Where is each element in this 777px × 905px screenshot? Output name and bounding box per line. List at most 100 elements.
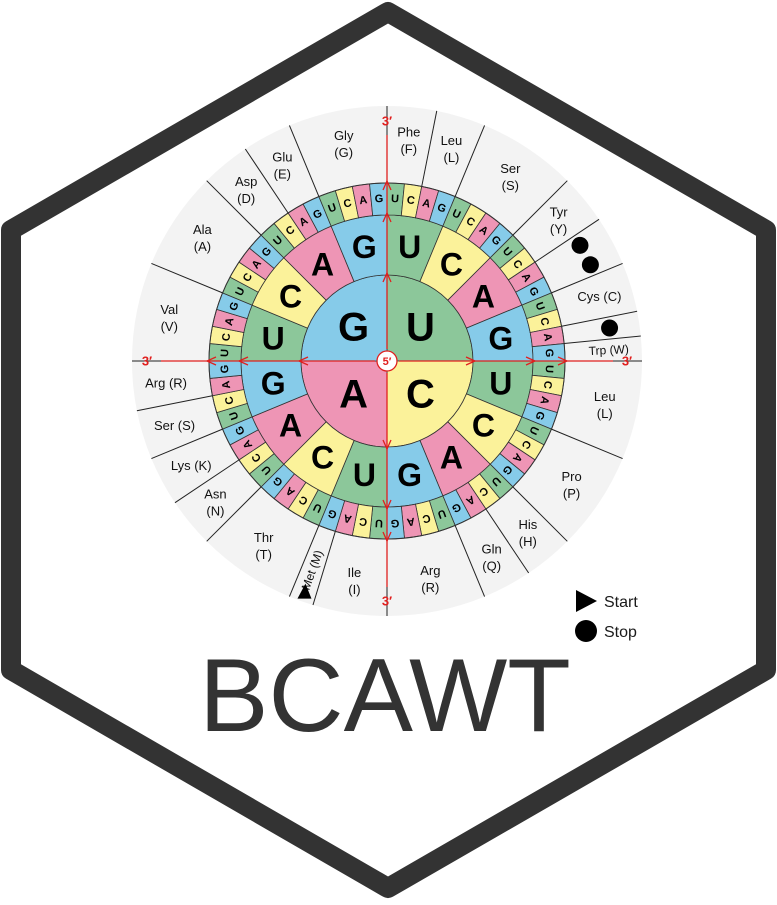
amino-acid-label: Ile [348,565,362,580]
third-base-label: A [421,197,432,211]
second-base-label: U [489,366,512,402]
amino-acid-label: Leu [441,133,463,148]
third-base-label: A [342,511,353,525]
strand-arrow-icon [382,211,392,223]
strand-arrow-icon [382,179,392,191]
amino-acid-code: (F) [400,142,417,157]
amino-acid-divider [288,125,320,197]
amino-acid-code: (L) [597,406,613,421]
third-base-label: U [436,507,448,521]
third-base-label: C [537,316,551,327]
three-prime-label: 3′ [142,354,152,369]
amino-acid-divider [512,180,568,236]
amino-acid-label: Glu [272,150,292,165]
third-base-label: A [537,395,551,406]
third-base-label: G [532,410,546,422]
third-base-label: A [541,332,554,342]
second-base-label: U [262,320,285,356]
start-codon-marker [297,583,312,599]
third-base-label: U [391,193,400,205]
amino-acid-code: (N) [206,503,224,518]
third-base-label: G [436,201,448,215]
legend-start-label: Start [604,594,638,611]
amino-acid-label: Ser (S) [154,418,195,433]
second-base-label: C [279,279,302,315]
three-prime-label: 3′ [382,594,392,609]
stop-circle-icon [575,620,597,642]
second-base-label: C [440,247,463,283]
third-base-label: C [223,395,237,406]
strand-arrow-icon [525,356,537,366]
second-base-label: U [353,457,376,493]
first-base-label: U [406,306,435,350]
first-base-label: C [406,372,435,416]
amino-acid-code: (E) [274,167,291,182]
second-base-label: G [397,457,422,493]
amino-acid-label: Ala [193,222,213,237]
amino-acid-label: Tyr [550,205,569,220]
amino-acid-label: Asn [204,486,226,501]
strand-arrow-icon [557,356,569,366]
third-base-label: G [326,506,338,520]
third-base-label: U [533,301,547,313]
five-prime-label: 5′ [383,356,392,368]
amino-acid-divider [136,395,213,412]
amino-acid-divider [244,148,289,214]
amino-acid-code: (T) [255,547,272,562]
second-base-label: C [472,407,495,443]
strand-arrow-icon [237,356,249,366]
amino-acid-label: Arg [420,563,440,578]
stop-codon-marker [581,256,599,274]
first-base-label: A [339,372,368,416]
second-base-label: U [398,229,421,265]
second-base-label: A [472,279,495,315]
amino-acid-divider [174,459,240,504]
amino-acid-code: (Q) [482,558,501,573]
amino-acid-label: Ser [500,161,521,176]
amino-acid-code: (Y) [550,222,567,237]
second-base-label: C [311,439,334,475]
amino-acid-label: Gly [334,128,354,143]
strand-arrow-icon [205,356,217,366]
third-base-label: G [227,300,241,312]
legend-stop-label: Stop [604,624,637,641]
amino-acid-code: (D) [237,191,255,206]
amino-acid-label: Leu [594,389,616,404]
amino-acid-label: Asp [235,174,257,189]
amino-acid-code: (G) [334,145,353,160]
amino-acid-label: Thr [254,530,274,545]
third-base-label: C [220,332,233,342]
third-base-label: C [358,515,368,528]
stop-codon-marker [601,319,619,337]
second-base-label: G [488,320,513,356]
amino-acid-code: (I) [348,582,360,597]
amino-acid-label: Arg (R) [145,375,187,390]
five-prime-center [376,350,398,372]
amino-acid-divider [454,125,486,197]
third-base-label: U [543,365,555,374]
amino-acid-divider [512,486,568,542]
legend: Start Stop [575,590,638,642]
strand-arrow-icon [382,499,392,511]
amino-acid-code: (A) [194,239,211,254]
start-triangle-icon [576,590,597,612]
third-base-label: A [358,194,368,207]
third-base-label: A [406,515,416,528]
third-base-label: C [342,197,353,211]
third-base-label: U [375,517,384,529]
amino-acid-divider [206,486,262,542]
third-base-label: C [406,194,416,207]
strand-arrow-icon [382,439,392,451]
third-base-label: U [219,349,231,358]
amino-acid-code: (R) [421,580,439,595]
third-base-label: A [220,380,233,390]
amino-acid-code: (P) [563,486,580,501]
first-base-label: G [338,306,369,350]
amino-acid-divider [454,525,486,597]
three-prime-label: 3′ [382,114,392,129]
amino-acid-divider [485,508,530,574]
strand-arrow-icon [297,356,309,366]
third-base-label: C [541,380,554,390]
